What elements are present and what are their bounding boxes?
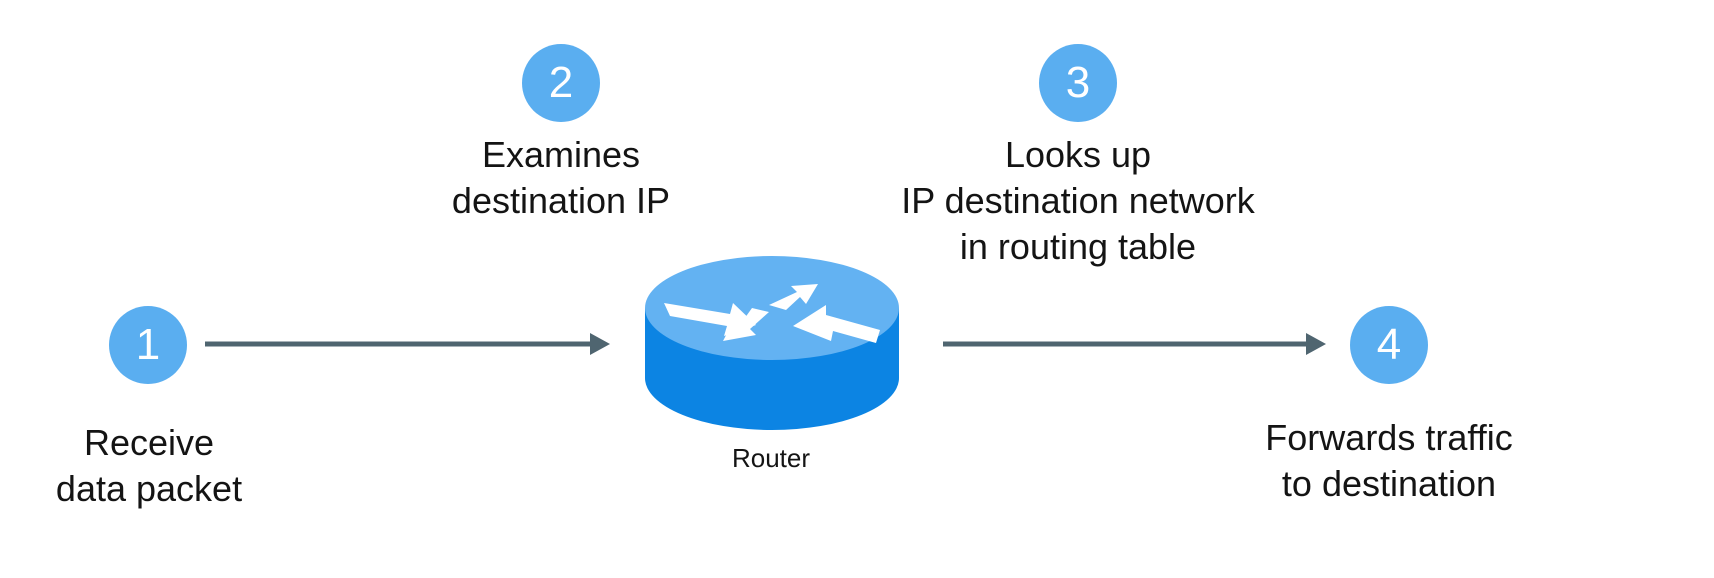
step-1-line-1: Receive bbox=[83, 422, 215, 463]
step-1-line-2: data packet bbox=[55, 468, 243, 509]
router-label: Router bbox=[731, 443, 811, 473]
step-2-line-1: Examines bbox=[481, 134, 641, 175]
step-2-line-2: destination IP bbox=[451, 180, 671, 221]
step-3-line-2: IP destination network bbox=[901, 180, 1255, 221]
step-3-label: Looks up IP destination network in routi… bbox=[901, 132, 1255, 270]
step-2-badge: 2 bbox=[522, 44, 600, 122]
step-3-line-1: Looks up bbox=[1004, 134, 1152, 175]
step-4-number: 4 bbox=[1376, 320, 1402, 369]
step-1-number: 1 bbox=[135, 320, 161, 369]
router-icon bbox=[645, 256, 899, 430]
step-4-label: Forwards traffic to destination bbox=[1265, 415, 1512, 507]
router-direction-arrows-icon bbox=[664, 284, 880, 343]
step-2-number: 2 bbox=[548, 58, 574, 107]
step-1-label: Receive data packet bbox=[56, 420, 242, 512]
step-2-label: Examines destination IP bbox=[452, 132, 670, 224]
flow-arrow-out bbox=[943, 333, 1326, 355]
step-4-line-1: Forwards traffic bbox=[1265, 417, 1513, 458]
flow-arrow-in bbox=[205, 333, 610, 355]
step-3-number: 3 bbox=[1065, 58, 1091, 107]
step-4-badge: 4 bbox=[1350, 306, 1428, 384]
step-3-line-3: in routing table bbox=[959, 226, 1197, 267]
step-4-line-2: to destination bbox=[1281, 463, 1497, 504]
step-3-badge: 3 bbox=[1039, 44, 1117, 122]
step-1-badge: 1 bbox=[109, 306, 187, 384]
